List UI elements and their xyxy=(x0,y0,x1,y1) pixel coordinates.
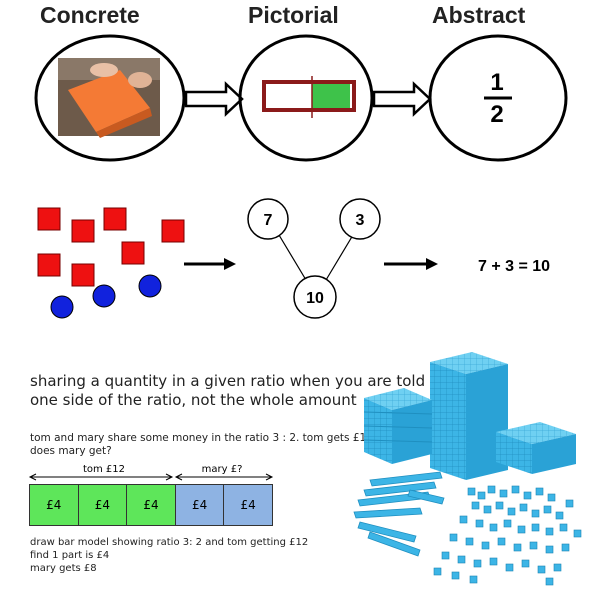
blue-circle xyxy=(50,295,74,319)
ratio-question-line2: does mary get? xyxy=(30,445,112,457)
bond-right-value: 3 xyxy=(356,212,365,229)
red-square xyxy=(71,263,95,287)
abstract-circle xyxy=(428,34,568,162)
double-arrow-1 xyxy=(184,81,244,117)
unit-cubes xyxy=(433,485,582,586)
abstract-title: Abstract xyxy=(432,2,526,28)
note-line3: mary gets £8 xyxy=(30,563,97,574)
ratio-question: tom and mary share some money in the rat… xyxy=(30,432,434,458)
fraction-numerator: 1 xyxy=(490,69,503,96)
bar-model: £4 £4 £4 £4 £4 xyxy=(29,484,273,526)
red-square xyxy=(103,207,127,231)
pictorial-title: Pictorial xyxy=(248,2,339,28)
pictorial-bar-fill xyxy=(312,84,350,108)
base-ten-blocks xyxy=(353,352,582,586)
red-square xyxy=(37,207,61,231)
bar-segment-mary: £4 xyxy=(224,485,272,525)
tom-label: tom £12 xyxy=(83,464,125,475)
note-line1: draw bar model showing ratio 3: 2 and to… xyxy=(30,537,309,548)
bond-circle-right xyxy=(339,198,381,240)
red-squares xyxy=(37,207,185,287)
ratio-heading-line2: one side of the ratio, not the whole amo… xyxy=(30,391,357,409)
ratio-question-line1: tom and mary share some money in the rat… xyxy=(30,432,434,444)
equation-text: 7 + 3 = 10 xyxy=(478,258,550,275)
ratio-heading: sharing a quantity in a given ratio when… xyxy=(30,372,425,410)
hundred-flats-right xyxy=(496,422,576,474)
red-square xyxy=(121,241,145,265)
note-line2: find 1 part is £4 xyxy=(30,550,110,561)
bond-circle-whole xyxy=(293,275,337,319)
arrow-2-head xyxy=(426,258,438,270)
hundred-flats-left xyxy=(363,388,433,464)
ratio-heading-line1: sharing a quantity in a given ratio when… xyxy=(30,372,426,390)
pictorial-bar xyxy=(262,80,356,112)
blue-circle xyxy=(92,284,116,308)
double-arrow-2 xyxy=(372,81,432,117)
bar-segment-tom: £4 xyxy=(127,485,176,525)
red-square xyxy=(37,253,61,277)
bond-whole-value: 10 xyxy=(306,290,324,307)
bar-labels: tom £12 mary £? xyxy=(28,464,274,481)
bar-segment-mary: £4 xyxy=(175,485,225,525)
bond-circle-left xyxy=(247,198,289,240)
pictorial-circle xyxy=(238,34,374,162)
concrete-photo xyxy=(58,58,160,138)
concrete-circle xyxy=(34,34,186,162)
ten-rods xyxy=(353,471,445,557)
cpa-diagram: 1 2 xyxy=(34,34,568,162)
arrow-1-head xyxy=(224,258,236,270)
blue-circle xyxy=(138,274,162,298)
red-square xyxy=(71,219,95,243)
blue-circles xyxy=(50,274,162,319)
concrete-title: Concrete xyxy=(40,2,140,28)
bond-left-value: 7 xyxy=(264,212,273,229)
bar-segment-tom: £4 xyxy=(78,485,128,525)
fraction-denominator: 2 xyxy=(490,101,503,128)
mary-label: mary £? xyxy=(202,464,243,475)
solution-notes: draw bar model showing ratio 3: 2 and to… xyxy=(30,536,308,575)
red-square xyxy=(161,219,185,243)
number-bond-row: 7 3 10 7 + 3 = 10 xyxy=(37,198,550,319)
bar-segment-tom: £4 xyxy=(30,485,79,525)
